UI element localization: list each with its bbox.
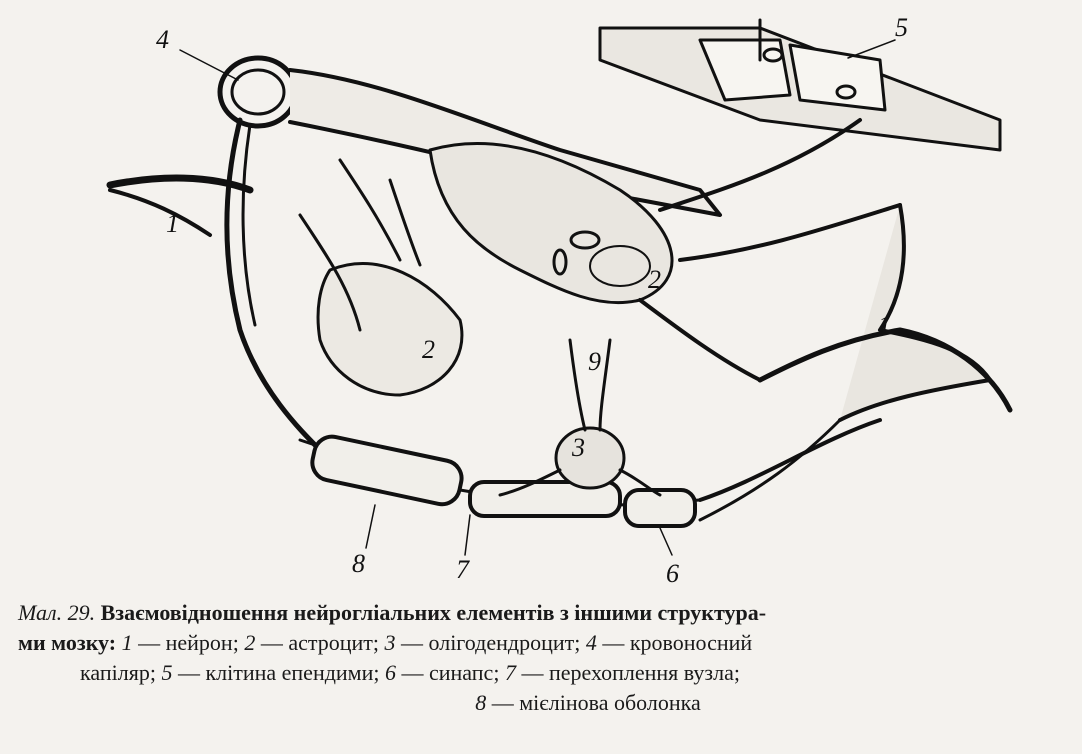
neuron-left — [106, 117, 323, 453]
neuroglia-illustration: 4 5 1 2 1 2 9 3 8 7 6 — [106, 13, 1013, 588]
legend-text-1: — нейрон; — [138, 630, 239, 655]
legend-num-3: 3 — [384, 630, 396, 655]
capillary — [217, 55, 722, 217]
caption-line-4: 8 — мієлінова оболонка — [18, 688, 1068, 718]
caption-title-cont: ми мозку: — [18, 630, 117, 655]
figure-caption: Мал. 29. Взаємовідношення нейрогліальних… — [18, 598, 1068, 718]
callout-1-left: 1 — [166, 209, 179, 238]
legend-text-7: — перехоплення вузла; — [521, 660, 740, 685]
legend-num-7: 7 — [504, 660, 516, 685]
legend-num-6: 6 — [385, 660, 396, 685]
legend-text-4b: капіляр; — [80, 660, 156, 685]
legend-text-5: — клітина епендими; — [177, 660, 380, 685]
oligodendrocyte — [498, 338, 662, 497]
astrocyte-lower — [298, 158, 464, 397]
callout-6: 6 — [666, 559, 679, 588]
ependymal-cell — [598, 18, 1002, 152]
callout-9: 9 — [588, 347, 601, 376]
legend-num-1: 1 — [121, 630, 133, 655]
legend-text-3: — олігодендроцит; — [401, 630, 581, 655]
callout-7: 7 — [456, 555, 470, 584]
legend-text-4: — кровоносний — [602, 630, 753, 655]
legend-num-8: 8 — [475, 690, 487, 715]
legend-num-2: 2 — [244, 630, 256, 655]
callout-2-lower: 2 — [422, 335, 435, 364]
legend-text-6: — синапс; — [401, 660, 500, 685]
neuron-right — [698, 327, 1013, 522]
callout-4: 4 — [156, 25, 169, 54]
astrocyte-upper — [428, 118, 992, 422]
legend-text-2: — астроцит; — [260, 630, 379, 655]
caption-line-1: Мал. 29. Взаємовідношення нейрогліальних… — [18, 598, 1068, 628]
leader-lines — [179, 39, 896, 556]
legend-num-4: 4 — [585, 630, 597, 655]
callout-5: 5 — [895, 13, 908, 42]
callout-2-upper: 2 — [648, 265, 661, 294]
callout-8: 8 — [352, 549, 365, 578]
caption-line-2: ми мозку: 1 — нейрон; 2 — астроцит; 3 — … — [18, 628, 1068, 658]
legend-text-8: — мієлінова оболонка — [491, 690, 701, 715]
myelinated-axon — [298, 418, 882, 528]
callout-1-right: 1 — [878, 311, 891, 340]
caption-line-3: капіляр; 5 — клітина епендими; 6 — синап… — [18, 658, 1068, 688]
figure-label: Мал. 29. — [18, 600, 96, 625]
caption-title: Взаємовідношення нейрогліальних елементі… — [100, 600, 767, 625]
callout-3: 3 — [571, 433, 585, 462]
legend-num-5: 5 — [161, 660, 173, 685]
